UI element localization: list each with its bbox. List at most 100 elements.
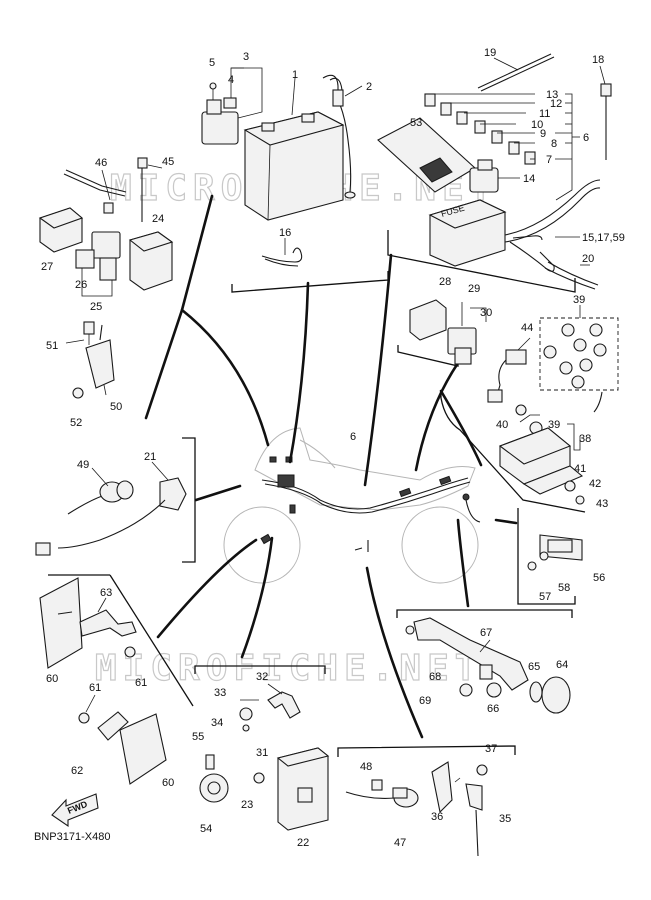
- bracket-67: [405, 617, 571, 714]
- fuse-box: FUSE: [428, 179, 601, 267]
- label-43: 43: [596, 498, 608, 510]
- label-38: 38: [579, 433, 591, 445]
- label-13: 13: [546, 89, 558, 101]
- label-49: 49: [77, 459, 89, 471]
- label-23: 23: [241, 799, 253, 811]
- cable-tie-19: [477, 53, 555, 92]
- label-21: 21: [144, 451, 156, 463]
- label-55: 55: [192, 731, 204, 743]
- motorcycle-outline: [223, 427, 479, 584]
- label-40: 40: [496, 419, 508, 431]
- relay-24: [128, 231, 174, 291]
- label-11: 11: [539, 108, 550, 120]
- label-6-top: 6: [583, 132, 589, 144]
- relay-14: [469, 159, 520, 193]
- reflector-56: [527, 534, 583, 571]
- label-1: 1: [292, 69, 298, 81]
- label-50: 50: [110, 401, 122, 413]
- label-53: 53: [410, 117, 422, 129]
- label-33: 33: [214, 687, 226, 699]
- battery-band: [261, 238, 303, 267]
- label-41: 41: [574, 463, 586, 475]
- label-35: 35: [499, 813, 511, 825]
- label-12: 12: [550, 98, 562, 110]
- label-54: 54: [200, 823, 212, 835]
- label-10: 10: [531, 119, 543, 131]
- label-42: 42: [589, 478, 601, 490]
- label-39-mid: 39: [548, 419, 560, 431]
- diagram-code: BNP3171-X480: [34, 831, 110, 843]
- label-60-top: 60: [46, 673, 58, 685]
- label-66: 66: [487, 703, 499, 715]
- label-22: 22: [297, 837, 309, 849]
- label-26: 26: [75, 279, 87, 291]
- label-32: 32: [256, 671, 268, 683]
- battery: [243, 77, 345, 221]
- clamp-32: [239, 683, 301, 732]
- label-58: 58: [558, 582, 570, 594]
- label-15-17-59: 15,17,59: [582, 232, 625, 244]
- label-16: 16: [279, 227, 291, 239]
- label-45: 45: [162, 156, 174, 168]
- label-24: 24: [152, 213, 164, 225]
- label-19: 19: [484, 47, 496, 59]
- label-47: 47: [394, 837, 406, 849]
- relays-28-30: [409, 299, 487, 365]
- label-57: 57: [539, 591, 551, 603]
- label-2: 2: [366, 81, 372, 93]
- grommets-39: [539, 305, 619, 413]
- reflector-60b: [78, 694, 167, 785]
- label-37: 37: [485, 743, 497, 755]
- cable-ties-left: [63, 157, 163, 222]
- sensor-21-49: [35, 461, 187, 556]
- label-34: 34: [211, 717, 223, 729]
- label-31: 31: [256, 747, 268, 759]
- relay-27: [38, 207, 84, 253]
- label-7: 7: [546, 154, 552, 166]
- label-27: 27: [41, 261, 53, 273]
- sensor-50: [65, 321, 115, 399]
- label-44: 44: [521, 322, 533, 334]
- label-48: 48: [360, 761, 372, 773]
- connector-44: [487, 337, 531, 403]
- label-14: 14: [523, 173, 535, 185]
- reflector-60a: [39, 577, 137, 669]
- cable-bands: [509, 235, 599, 290]
- label-63: 63: [100, 587, 112, 599]
- label-60-bottom: 60: [162, 777, 174, 789]
- label-68: 68: [429, 671, 441, 683]
- part-labels: 1 2 3 4 5 6 6 7 8 9 10 11 12 13 14 15,17…: [41, 47, 625, 849]
- label-36: 36: [431, 811, 443, 823]
- sensor-18: [599, 65, 612, 160]
- fuses: [424, 93, 580, 201]
- battery-cable: [322, 74, 363, 199]
- label-61-bottom: 61: [89, 682, 101, 694]
- label-46: 46: [95, 157, 107, 169]
- label-28: 28: [439, 276, 451, 288]
- label-8: 8: [551, 138, 557, 150]
- label-52: 52: [70, 417, 82, 429]
- label-4: 4: [228, 74, 234, 86]
- watermark-bottom: MICROFICHE.NET: [95, 648, 482, 689]
- label-64: 64: [556, 659, 568, 671]
- label-69: 69: [419, 695, 431, 707]
- label-56: 56: [593, 572, 605, 584]
- label-5: 5: [209, 57, 215, 69]
- label-39-top: 39: [573, 294, 585, 306]
- label-29: 29: [468, 283, 480, 295]
- label-67: 67: [480, 627, 492, 639]
- ecu-22: [253, 747, 330, 831]
- relay-25: [75, 231, 121, 297]
- label-18: 18: [592, 54, 604, 66]
- connector-lines: [144, 194, 518, 739]
- label-65: 65: [528, 661, 540, 673]
- horn-54: [199, 754, 229, 803]
- label-62: 62: [71, 765, 83, 777]
- label-30: 30: [480, 307, 492, 319]
- main-harness: [260, 456, 481, 552]
- label-6-center: 6: [350, 431, 356, 443]
- sensors-35-48: [345, 761, 488, 857]
- label-51: 51: [46, 340, 58, 352]
- label-20: 20: [582, 253, 594, 265]
